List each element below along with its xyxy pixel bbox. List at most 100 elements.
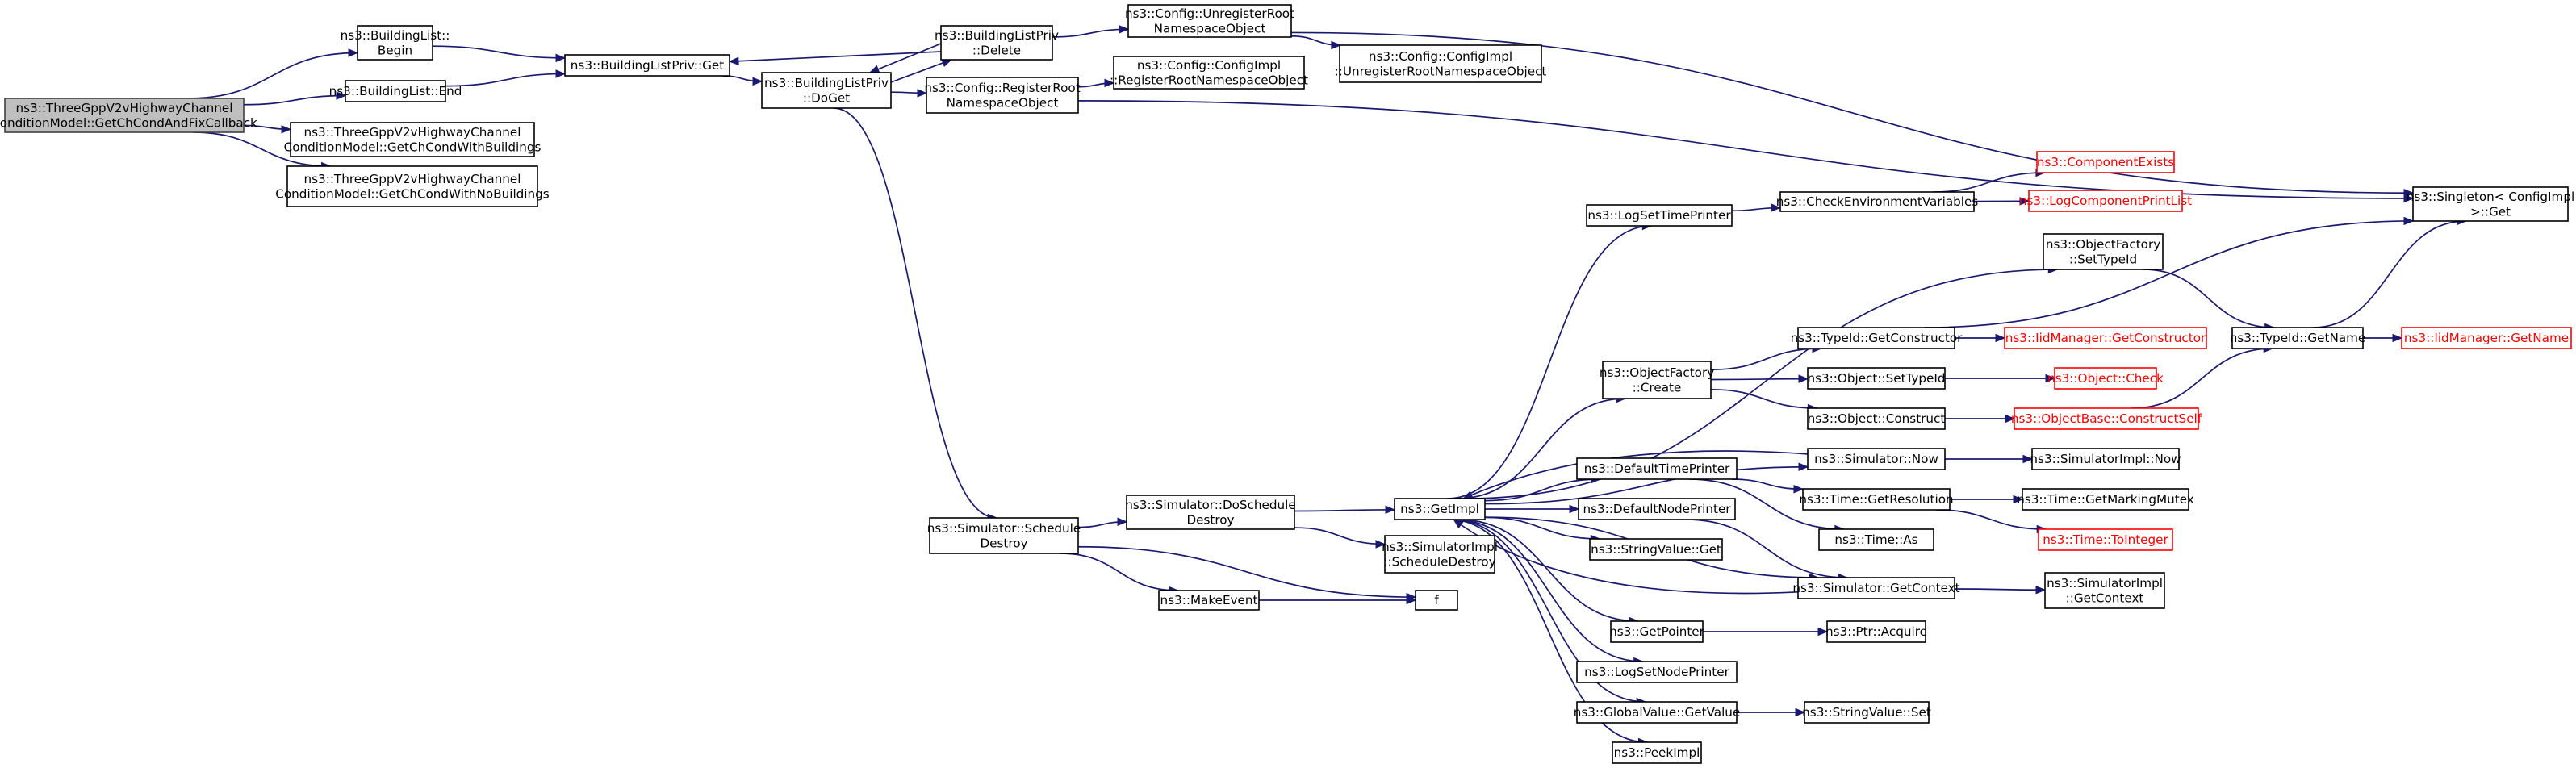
- node-simImplGetCtx[interactable]: ns3::SimulatorImpl::GetContext: [2044, 572, 2165, 609]
- node-typeIdGetName[interactable]: ns3::TypeId::GetName: [2230, 327, 2366, 349]
- node-logCompPrint[interactable]: ns3::LogComponentPrintList: [2019, 190, 2192, 212]
- arrowhead-icon: [2019, 197, 2030, 206]
- node-label: ns3::GlobalValue::GetValue: [1574, 705, 1741, 720]
- node-simSched[interactable]: ns3::Simulator::ScheduleDestroy: [927, 517, 1081, 554]
- node-checkEnv[interactable]: ns3::CheckEnvironmentVariables: [1776, 191, 1979, 212]
- node-iidGetName[interactable]: ns3::IidManager::GetName: [2401, 327, 2572, 349]
- node-singleton[interactable]: ns3::Singleton< ConfigImpl >::Get: [2407, 186, 2574, 222]
- node-logSetNode[interactable]: ns3::LogSetNodePrinter: [1576, 661, 1738, 683]
- node-gvGetValue[interactable]: ns3::GlobalValue::GetValue: [1574, 701, 1741, 724]
- node-ptrAcquire[interactable]: ns3::Ptr::Acquire: [1825, 620, 1927, 643]
- node-iidGetCtor[interactable]: ns3::IidManager::GetConstructor: [2004, 327, 2207, 349]
- edge-line: [1060, 553, 1178, 591]
- node-makeEvent[interactable]: ns3::MakeEvent: [1158, 590, 1260, 611]
- arrowhead-icon: [2005, 414, 2016, 424]
- edge-line: [1954, 588, 2046, 591]
- node-box: [1807, 367, 1946, 390]
- arrowhead-icon: [1798, 462, 1809, 471]
- arrowhead-icon: [2045, 374, 2056, 383]
- node-box: [2038, 528, 2173, 551]
- node-ofCreate[interactable]: ns3::ObjectFactory::Create: [1600, 361, 1714, 399]
- arrowhead-icon: [868, 65, 880, 73]
- call-edge-timeGetRes-timeToInt: [1935, 509, 2047, 534]
- node-label: Destroy: [1186, 512, 1234, 527]
- edge-line: [1453, 519, 1643, 662]
- node-noB[interactable]: ns3::ThreeGppV2vHighwayChannelConditionM…: [275, 165, 550, 207]
- node-label: ConditionModel::GetChCondAndFixCallback: [0, 115, 257, 130]
- node-label: ::SetTypeId: [2069, 252, 2137, 266]
- node-box: [1602, 361, 1712, 399]
- node-root[interactable]: ns3::ThreeGppV2vHighwayChannelConditionM…: [0, 98, 257, 133]
- node-simImplNow[interactable]: ns3::SimulatorImpl::Now: [2030, 448, 2181, 470]
- node-timeMutex[interactable]: ns3::Time::GetMarkingMutex: [2017, 488, 2194, 511]
- node-label: ::UnregisterRootNamespaceObject: [1335, 64, 1547, 78]
- node-box: [929, 517, 1079, 554]
- node-box: [345, 80, 446, 102]
- edge-line: [1484, 516, 1600, 540]
- edge-line: [1933, 172, 2045, 193]
- node-withB[interactable]: ns3::ThreeGppV2vHighwayChannelConditionM…: [284, 122, 542, 157]
- node-blEnd[interactable]: ns3::BuildingList::End: [329, 80, 462, 102]
- node-cfgImplUnreg[interactable]: ns3::Config::ConfigImpl::UnregisterRootN…: [1335, 44, 1547, 83]
- arrowhead-icon: [1104, 78, 1115, 88]
- node-objSetTypeId[interactable]: ns3::Object::SetTypeId: [1807, 367, 1946, 390]
- node-strGet[interactable]: ns3::StringValue::Get: [1589, 538, 1723, 561]
- node-defTime[interactable]: ns3::DefaultTimePrinter: [1576, 457, 1738, 480]
- node-simGetCtx[interactable]: ns3::Simulator::GetContext: [1792, 577, 1960, 599]
- node-simNow[interactable]: ns3::Simulator::Now: [1807, 448, 1946, 470]
- node-defNode[interactable]: ns3::DefaultNodePrinter: [1578, 498, 1736, 520]
- node-box: [1113, 56, 1305, 90]
- node-objConstruct[interactable]: ns3::Object::Construct: [1807, 407, 1946, 430]
- node-cfgUnreg[interactable]: ns3::Config::UnregisterRootNamespaceObje…: [1125, 4, 1294, 38]
- call-edge-ofCreate-objConstruct: [1710, 388, 1818, 413]
- node-logSetTime[interactable]: ns3::LogSetTimePrinter: [1586, 204, 1733, 227]
- edge-line: [445, 73, 566, 87]
- node-getImpl[interactable]: ns3::GetImpl: [1394, 498, 1486, 520]
- node-label: ns3::MakeEvent: [1160, 593, 1258, 607]
- call-edge-simGetCtx-simImplGetCtx: [1954, 585, 2047, 595]
- node-label: ::DoGet: [803, 90, 850, 105]
- edge-line: [1294, 508, 1395, 512]
- edge-line: [1290, 31, 2414, 194]
- node-blpGet[interactable]: ns3::BuildingListPriv::Get: [564, 54, 730, 77]
- node-box: [1339, 44, 1542, 83]
- edge-line: [1077, 545, 1416, 598]
- node-box: [1415, 590, 1458, 611]
- call-edge-getImpl-defNode: [1484, 504, 1580, 514]
- node-box: [1127, 4, 1292, 38]
- node-simImplSched[interactable]: ns3::SimulatorImpl::ScheduleDestroy: [1382, 535, 1498, 574]
- node-cfgImplReg[interactable]: ns3::Config::ConfigImpl::RegisterRootNam…: [1110, 56, 1308, 90]
- arrowhead-icon: [555, 69, 567, 78]
- node-timeAs[interactable]: ns3::Time::As: [1818, 528, 1934, 551]
- node-objBaseCS[interactable]: ns3::ObjectBase::ConstructSelf: [2011, 407, 2202, 430]
- node-f[interactable]: f: [1415, 590, 1458, 611]
- call-edge-simDoSched-simImplSched: [1294, 527, 1386, 549]
- node-blBegin[interactable]: ns3::BuildingList::Begin: [341, 25, 450, 61]
- arrowhead-icon: [2035, 585, 2047, 595]
- node-timeGetRes[interactable]: ns3::Time::GetResolution: [1799, 488, 1954, 511]
- arrowhead-icon: [1331, 40, 1342, 50]
- node-timeToInt[interactable]: ns3::Time::ToInteger: [2038, 528, 2173, 551]
- node-objCheck[interactable]: ns3::Object::Check: [2047, 367, 2164, 390]
- node-label: ns3::LogComponentPrintList: [2019, 194, 2192, 208]
- node-peekImpl[interactable]: ns3::PeekImpl: [1612, 741, 1702, 764]
- node-label: ::GetContext: [2066, 591, 2144, 605]
- node-compExists[interactable]: ns3::ComponentExists: [2036, 151, 2175, 173]
- node-blpDelete[interactable]: ns3::BuildingListPriv::Delete: [935, 25, 1059, 61]
- node-getPointer[interactable]: ns3::GetPointer: [1609, 620, 1705, 643]
- node-label: ConditionModel::GetChCondWithBuildings: [284, 140, 542, 154]
- node-cfgReg[interactable]: ns3::Config::RegisterRootNamespaceObject: [924, 77, 1081, 114]
- node-typeIdGetCtor[interactable]: ns3::TypeId::GetConstructor: [1791, 327, 1963, 349]
- node-box: [1586, 204, 1733, 227]
- edge-line: [1484, 478, 1601, 502]
- node-blpDoGet[interactable]: ns3::BuildingListPriv::DoGet: [761, 72, 892, 109]
- node-ofSetTypeId[interactable]: ns3::ObjectFactory::SetTypeId: [2043, 233, 2164, 270]
- call-edge-blEnd-blpGet: [445, 69, 567, 87]
- node-strSet[interactable]: ns3::StringValue::Set: [1802, 701, 1931, 724]
- call-edge-timeGetRes-timeMutex: [1950, 495, 2024, 504]
- node-box: [761, 72, 892, 109]
- call-edge-getPointer-ptrAcquire: [1702, 627, 1829, 637]
- edge-line: [1447, 225, 1652, 499]
